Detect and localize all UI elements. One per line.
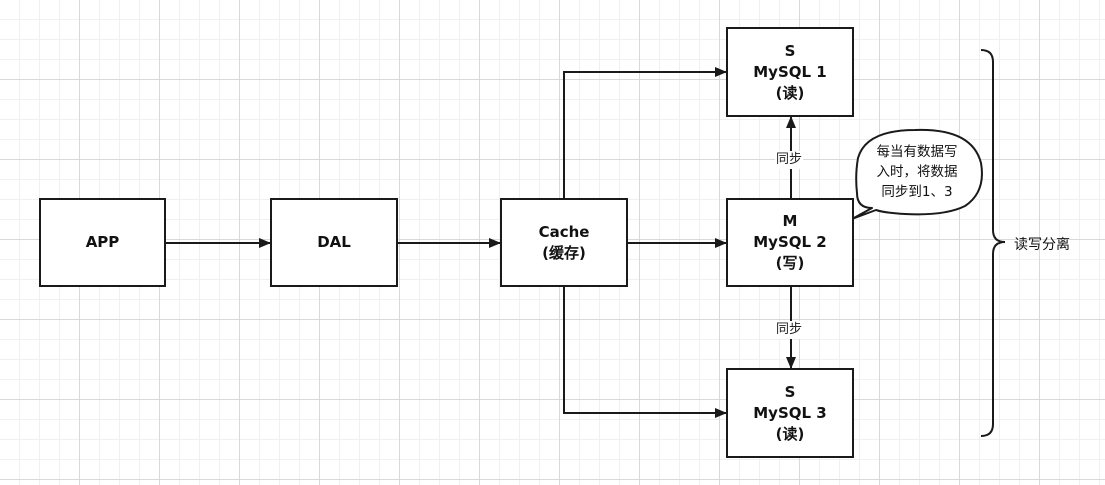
mysql2-name: MySQL 2 (753, 233, 827, 251)
cache-node-subtitle: (缓存) (542, 243, 586, 262)
callout-text: 每当有数据写 入时，将数据 同步到1、3 (858, 142, 976, 202)
app-node-label: APP (85, 233, 120, 251)
mysql3-node: S MySQL 3 (读) (726, 368, 854, 458)
callout-line-3: 同步到1、3 (881, 184, 953, 200)
dal-node: DAL (270, 198, 398, 287)
mysql3-role: S (784, 382, 796, 401)
mysql1-role: S (784, 41, 796, 60)
callout-line-2: 入时，将数据 (876, 164, 958, 180)
mysql3-mode: (读) (775, 424, 805, 443)
cache-node-title: Cache (538, 222, 590, 241)
mysql2-role: M (782, 212, 798, 230)
callout-line-1: 每当有数据写 (876, 144, 958, 160)
edge-cache-mysql3 (563, 287, 727, 418)
app-node: APP (39, 198, 166, 287)
mysql1-name: MySQL 1 (753, 62, 827, 81)
cache-node: Cache (缓存) (500, 198, 628, 287)
mysql1-node: S MySQL 1 (读) (726, 27, 854, 117)
mysql1-mode: (读) (775, 83, 805, 102)
sync-label-up: 同步 (775, 151, 804, 169)
dal-node-label: DAL (317, 233, 351, 251)
mysql2-node: M MySQL 2 (写) (726, 198, 854, 287)
mysql3-name: MySQL 3 (753, 403, 827, 422)
sync-label-down: 同步 (775, 321, 804, 339)
read-write-split-label: 读写分离 (1014, 237, 1070, 253)
read-write-brace (980, 49, 1006, 437)
edge-cache-mysql1 (563, 67, 727, 198)
mysql2-mode: (写) (775, 254, 805, 272)
callout-bubble (851, 128, 983, 220)
